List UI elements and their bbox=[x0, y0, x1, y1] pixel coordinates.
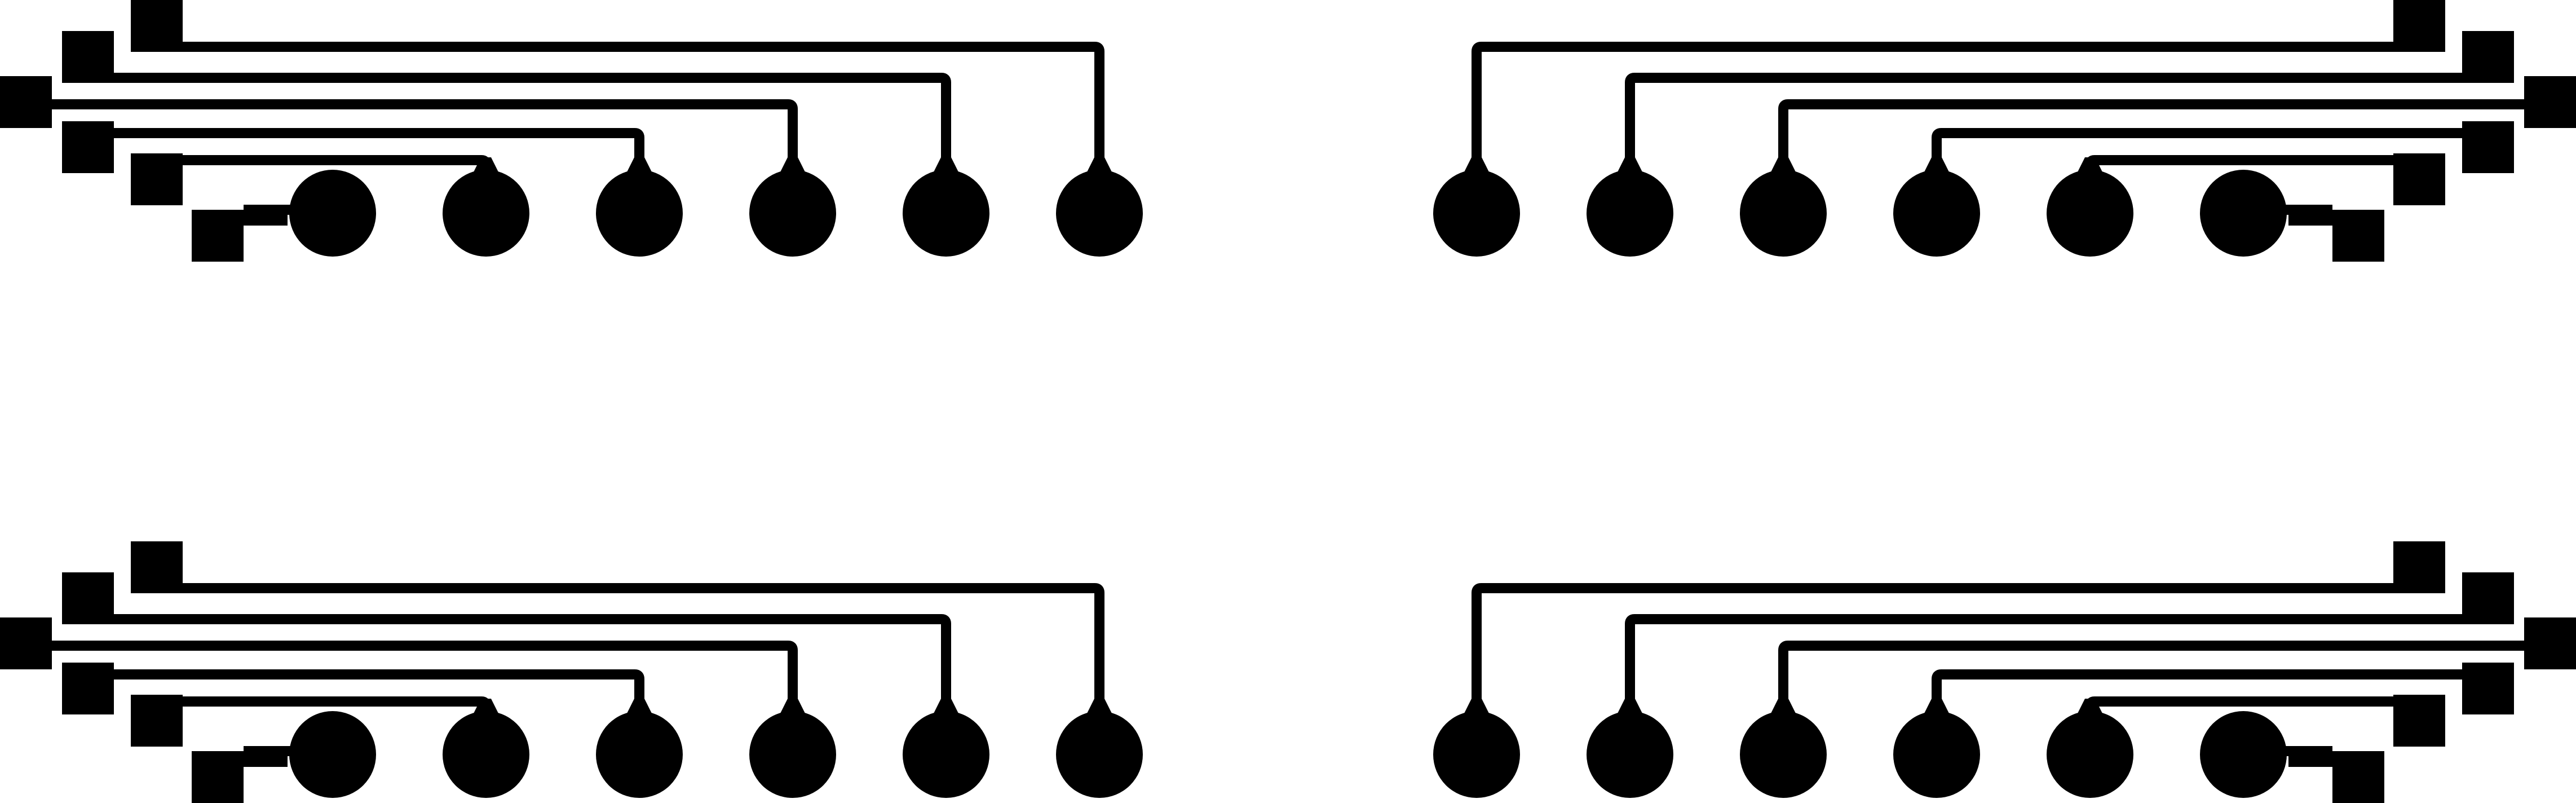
terminal-tab-5 bbox=[131, 153, 183, 205]
terminal-tab-4 bbox=[62, 121, 114, 173]
terminal-tab-1 bbox=[2393, 541, 2445, 593]
terminal-tab-2 bbox=[2462, 31, 2514, 83]
trace-line-3 bbox=[51, 99, 798, 173]
trace-line-1 bbox=[182, 583, 1104, 714]
trace-block-bottom-right bbox=[1433, 541, 2576, 803]
round-pad-6 bbox=[1056, 711, 1143, 798]
terminal-tab-2 bbox=[62, 572, 114, 624]
pad-neck-1 bbox=[1087, 157, 1112, 172]
round-pad-5 bbox=[903, 170, 989, 257]
pad-neck-4 bbox=[627, 157, 652, 172]
round-pad-2 bbox=[443, 711, 529, 798]
round-pad-1 bbox=[289, 711, 376, 798]
round-pad-3 bbox=[1893, 170, 1980, 257]
round-pad-3 bbox=[596, 170, 683, 257]
trace-line-3 bbox=[51, 641, 798, 714]
terminal-tab-3 bbox=[0, 76, 52, 128]
terminal-tab-1 bbox=[131, 541, 183, 593]
round-pad-2 bbox=[2047, 170, 2133, 257]
pad-neck-1 bbox=[1464, 157, 1489, 172]
pad-neck-3 bbox=[1771, 699, 1796, 713]
round-pad-4 bbox=[749, 711, 836, 798]
pad-neck-3 bbox=[1771, 157, 1796, 172]
terminal-tab-1 bbox=[2393, 0, 2445, 52]
pad-neck-5 bbox=[2078, 157, 2102, 172]
trace-line-1 bbox=[1472, 42, 2394, 173]
terminal-tab-4 bbox=[62, 663, 114, 714]
round-pad-6 bbox=[1433, 711, 1520, 798]
terminal-tab-4 bbox=[2462, 121, 2514, 173]
round-pad-3 bbox=[1893, 711, 1980, 798]
round-pad-6 bbox=[1433, 170, 1520, 257]
pad-neck-5 bbox=[474, 157, 498, 172]
terminal-tab-5 bbox=[2393, 153, 2445, 205]
pad-neck-4 bbox=[1924, 157, 1949, 172]
pad-neck-5 bbox=[474, 699, 498, 713]
round-pad-4 bbox=[1740, 170, 1827, 257]
terminal-tab-5 bbox=[2393, 695, 2445, 747]
pad-neck-2 bbox=[934, 157, 958, 172]
trace-line-4 bbox=[113, 128, 644, 173]
trace-line-4 bbox=[1932, 669, 2463, 714]
round-pad-1 bbox=[289, 170, 376, 257]
terminal-tab-inner-extra bbox=[2332, 751, 2384, 803]
trace-block-top-right bbox=[1433, 0, 2576, 262]
terminal-tab-4 bbox=[2462, 663, 2514, 714]
round-pad-1 bbox=[2200, 711, 2287, 798]
round-pad-3 bbox=[596, 711, 683, 798]
trace-line-2 bbox=[1625, 614, 2463, 714]
pad-neck-1 bbox=[1087, 699, 1112, 713]
terminal-tab-inner-extra bbox=[192, 751, 244, 803]
trace-line-4 bbox=[1932, 128, 2463, 173]
terminal-tab-3 bbox=[0, 617, 52, 669]
terminal-tab-2 bbox=[62, 31, 114, 83]
round-pad-5 bbox=[1587, 170, 1673, 257]
pad-neck-1 bbox=[1464, 699, 1489, 713]
round-pad-4 bbox=[1740, 711, 1827, 798]
trace-line-2 bbox=[113, 73, 951, 173]
terminal-tab-5 bbox=[131, 695, 183, 747]
pad-neck-2 bbox=[934, 699, 958, 713]
terminal-tab-inner-extra bbox=[2332, 210, 2384, 262]
pad-neck-3 bbox=[780, 699, 805, 713]
round-pad-5 bbox=[1587, 711, 1673, 798]
terminal-tab-3 bbox=[2524, 76, 2576, 128]
trace-line-3 bbox=[1778, 641, 2525, 714]
terminal-tab-inner-extra bbox=[192, 210, 244, 262]
trace-line-1 bbox=[1472, 583, 2394, 714]
round-pad-6 bbox=[1056, 170, 1143, 257]
trace-block-bottom-left bbox=[0, 541, 1143, 803]
trace-line-2 bbox=[113, 614, 951, 714]
round-pad-4 bbox=[749, 170, 836, 257]
trace-block-top-left bbox=[0, 0, 1143, 262]
round-pad-1 bbox=[2200, 170, 2287, 257]
pad-neck-5 bbox=[2078, 699, 2102, 713]
round-pad-2 bbox=[2047, 711, 2133, 798]
pad-neck-4 bbox=[627, 699, 652, 713]
round-pad-5 bbox=[903, 711, 989, 798]
terminal-tab-1 bbox=[131, 0, 183, 52]
pad-neck-2 bbox=[1618, 157, 1642, 172]
pad-neck-3 bbox=[780, 157, 805, 172]
terminal-tab-2 bbox=[2462, 572, 2514, 624]
round-pad-2 bbox=[443, 170, 529, 257]
trace-line-4 bbox=[113, 669, 644, 714]
pad-neck-4 bbox=[1924, 699, 1949, 713]
terminal-tab-3 bbox=[2524, 617, 2576, 669]
trace-line-2 bbox=[1625, 73, 2463, 173]
trace-line-3 bbox=[1778, 99, 2525, 173]
pad-neck-2 bbox=[1618, 699, 1642, 713]
trace-line-1 bbox=[182, 42, 1104, 173]
